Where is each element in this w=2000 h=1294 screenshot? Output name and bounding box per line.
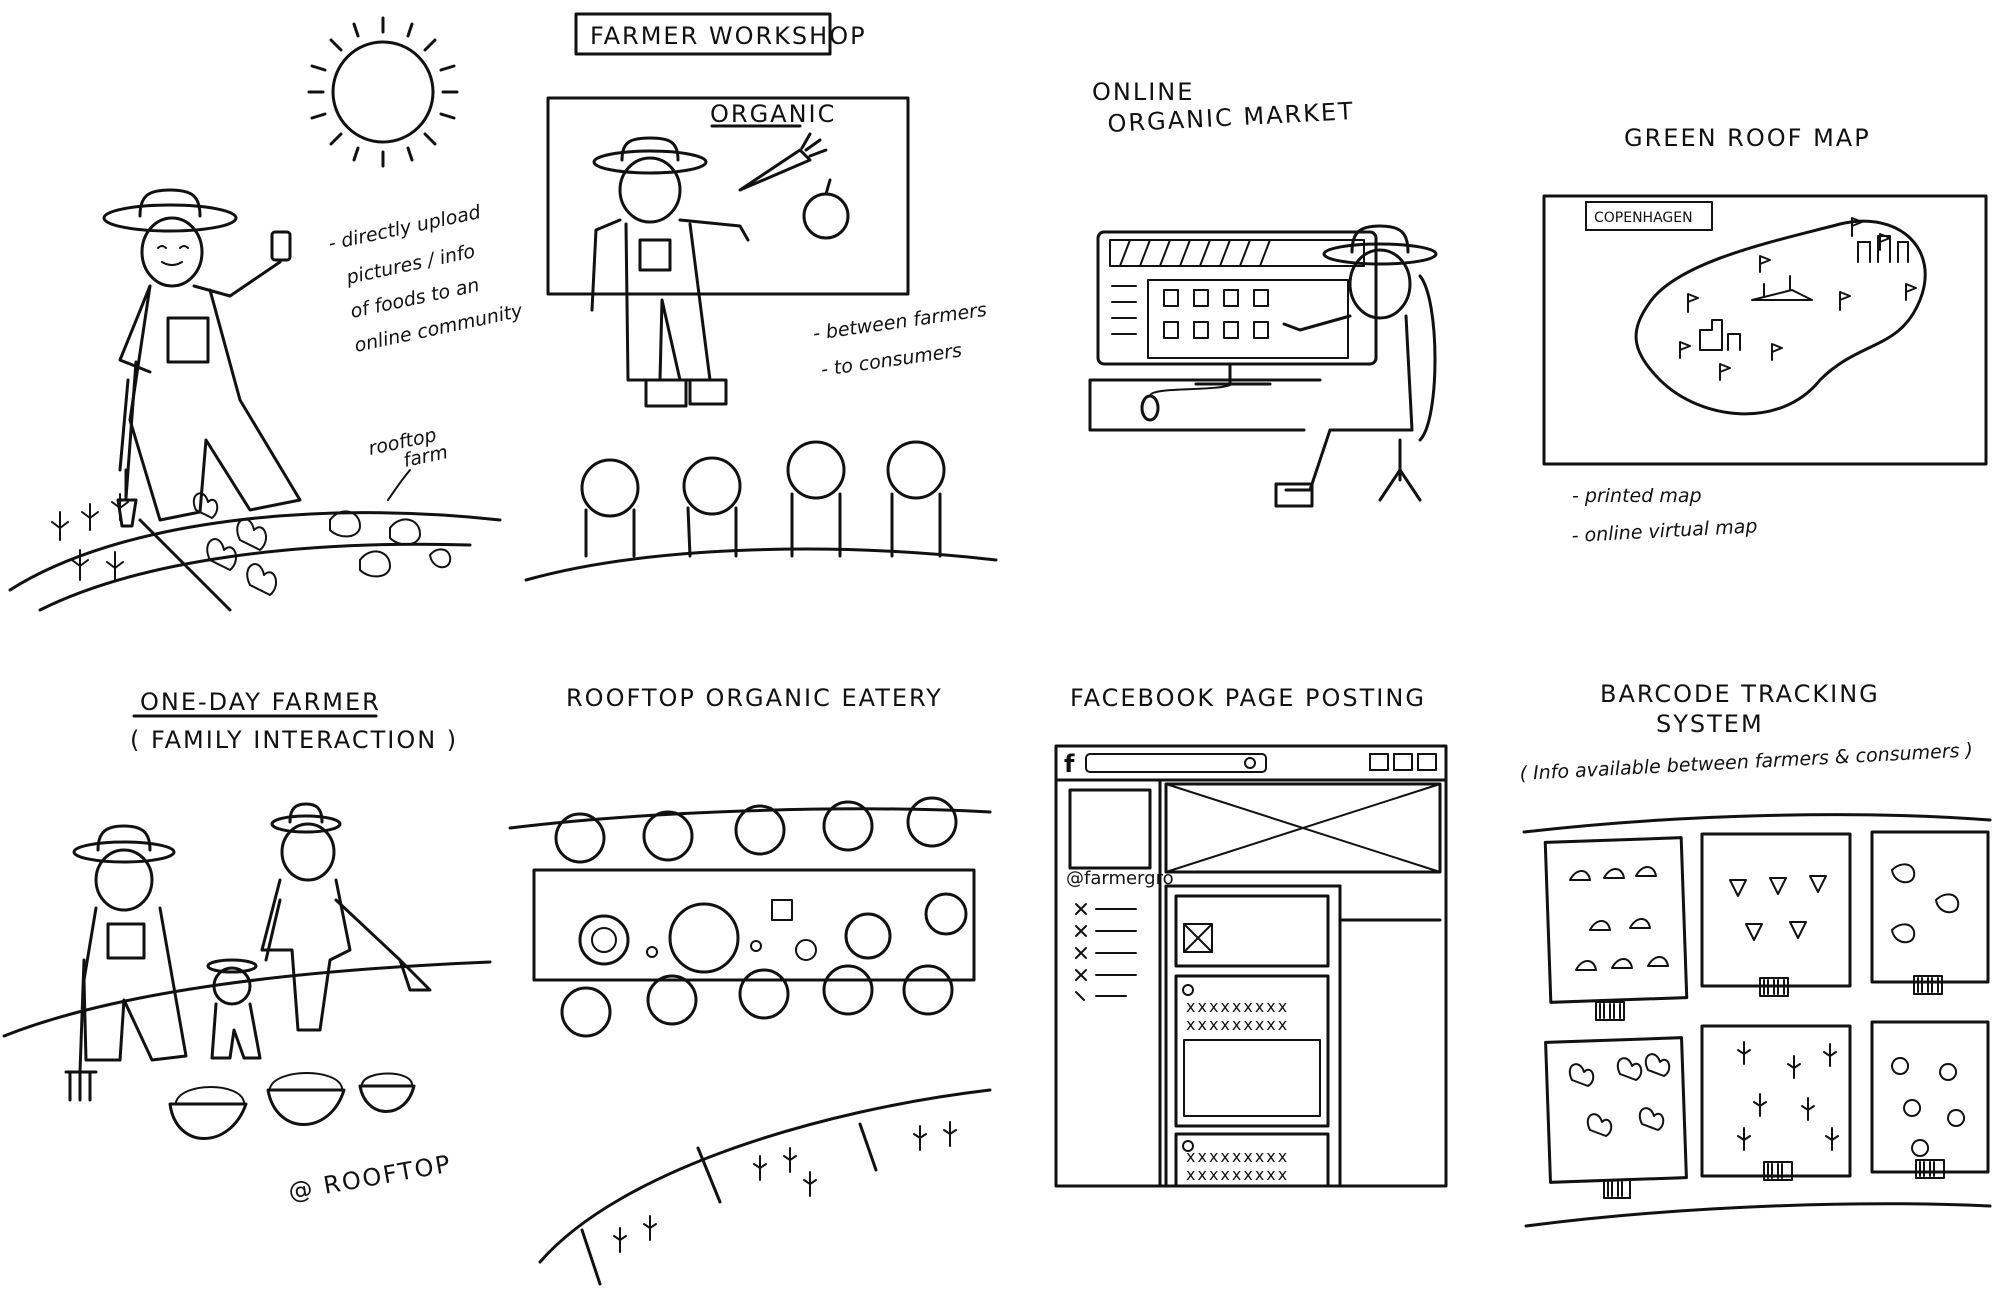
post-text: xxxxxxxxx bbox=[1186, 1147, 1289, 1166]
family-figures bbox=[64, 802, 432, 1102]
barcode-icons bbox=[1595, 975, 1945, 1199]
search-icon bbox=[1244, 757, 1256, 769]
barcode-title-line2: SYSTEM bbox=[1656, 710, 1764, 738]
crate-contents bbox=[1568, 863, 1965, 1157]
cover-photo bbox=[1164, 782, 1442, 874]
workshop-note-2: - to consumers bbox=[820, 339, 964, 381]
produce-baskets bbox=[168, 1072, 416, 1140]
panel-farmer-workshop: FARMER WORKSHOP ORGANIC - between farmer… bbox=[524, 12, 998, 582]
landmark-icons bbox=[1699, 235, 1909, 351]
presenter-figure bbox=[590, 136, 750, 408]
post-text: xxxxxxxxx bbox=[1186, 997, 1289, 1016]
market-title-line1: ONLINE bbox=[1092, 78, 1194, 106]
dining-table bbox=[532, 868, 976, 982]
garden-beds bbox=[538, 1088, 992, 1286]
barcode-subtitle: ( Info available between farmers & consu… bbox=[1519, 739, 1973, 785]
produce-crates bbox=[1543, 830, 1990, 1184]
composer-box bbox=[1174, 894, 1330, 968]
image-icon bbox=[1183, 923, 1213, 953]
panel-one-day-farmer: ONE-DAY FARMER ( FAMILY INTERACTION ) @ … bbox=[2, 688, 492, 1206]
shopper-figure bbox=[1274, 224, 1438, 508]
city-label: COPENHAGEN bbox=[1594, 210, 1693, 226]
desk-and-mouse bbox=[1088, 378, 1322, 432]
one-day-title: ONE-DAY FARMER bbox=[140, 688, 381, 716]
search-input bbox=[1085, 753, 1267, 773]
facebook-title: FACEBOOK PAGE POSTING bbox=[1070, 684, 1426, 712]
rooftop-garden bbox=[8, 492, 502, 612]
presentation-board bbox=[546, 96, 910, 296]
page-handle: @farmergro bbox=[1066, 868, 1174, 889]
workshop-title-box bbox=[574, 12, 832, 56]
panel-rooftop-farm: - directly upload pictures / info of foo… bbox=[8, 16, 525, 612]
audience-figures bbox=[524, 440, 998, 582]
apple-icon bbox=[802, 178, 850, 240]
window-control-icon bbox=[1369, 753, 1389, 771]
computer-monitor bbox=[1096, 230, 1378, 386]
roof-map-title: GREEN ROOF MAP bbox=[1624, 124, 1871, 152]
panel-rooftop-eatery: ROOFTOP ORGANIC EATERY bbox=[508, 684, 992, 1286]
post-card bbox=[1174, 1132, 1330, 1188]
facebook-logo: f bbox=[1064, 750, 1075, 778]
upload-note: - directly upload pictures / info of foo… bbox=[326, 201, 525, 357]
panel-barcode-tracking: BARCODE TRACKING SYSTEM ( Info available… bbox=[1519, 680, 1992, 1228]
one-day-subtitle: ( FAMILY INTERACTION ) bbox=[130, 726, 458, 754]
post-card bbox=[1174, 974, 1330, 1128]
workshop-note-1: - between farmers bbox=[812, 299, 989, 345]
map-note-2: - online virtual map bbox=[1571, 515, 1758, 547]
post-text: xxxxxxxxx bbox=[1186, 1015, 1289, 1034]
sun-icon bbox=[307, 16, 459, 168]
barcode-title-line1: BARCODE TRACKING bbox=[1600, 680, 1880, 708]
board-label: ORGANIC bbox=[710, 100, 836, 128]
panel-facebook-posting: FACEBOOK PAGE POSTING f @farmergro xxxxx… bbox=[1054, 684, 1448, 1188]
city-outline bbox=[1634, 219, 1927, 416]
workshop-title: FARMER WORKSHOP bbox=[590, 22, 867, 50]
map-note-1: - printed map bbox=[1572, 485, 1702, 507]
diners-bottom bbox=[560, 964, 954, 1038]
map-frame bbox=[1542, 194, 1988, 466]
post-text: xxxxxxxxx bbox=[1186, 1165, 1289, 1184]
rooftop-farm-label: rooftop farm bbox=[366, 424, 450, 501]
carrot-icon bbox=[738, 132, 828, 192]
window-control-icon bbox=[1393, 753, 1413, 771]
window-control-icon bbox=[1417, 753, 1437, 771]
panel-online-market: ONLINE ORGANIC MARKET bbox=[1088, 78, 1438, 508]
diners-top bbox=[554, 796, 958, 864]
panel-green-roof-map: GREEN ROOF MAP COPENHAGEN - printed map … bbox=[1542, 124, 1988, 547]
city-label-box bbox=[1585, 201, 1713, 231]
profile-picture bbox=[1068, 788, 1152, 870]
farmer-figure bbox=[102, 188, 302, 528]
dishes bbox=[578, 892, 968, 974]
eatery-title: ROOFTOP ORGANIC EATERY bbox=[566, 684, 943, 712]
rooftop-caption: @ ROOFTOP bbox=[286, 1150, 454, 1206]
